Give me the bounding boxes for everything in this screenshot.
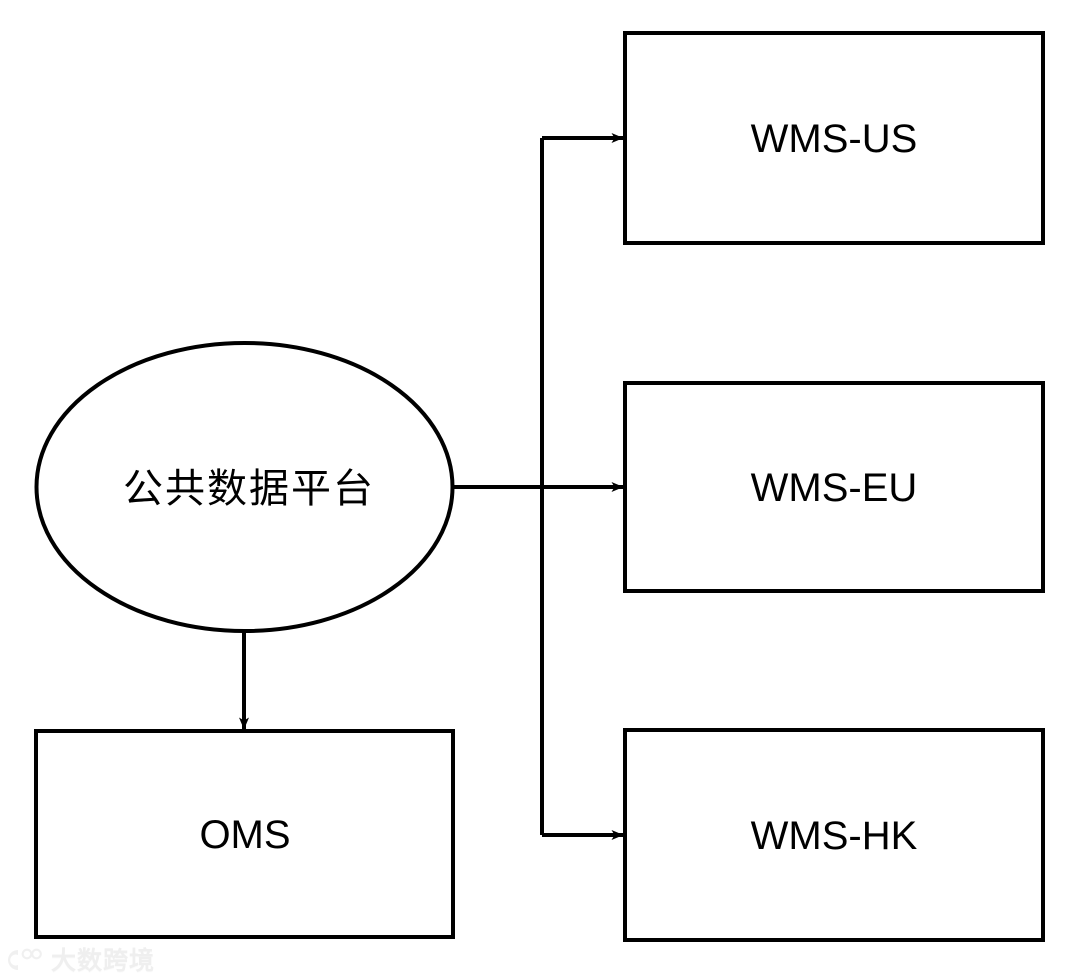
platform-ellipse-shape[interactable] xyxy=(34,341,455,633)
wms-us-rect-shape[interactable] xyxy=(623,31,1045,245)
wms-eu-rect-shape[interactable] xyxy=(623,381,1045,593)
edge-platform-to-wms-group xyxy=(453,133,624,840)
oms-label: OMS xyxy=(199,813,290,857)
node-wms-eu[interactable]: WMS-EU xyxy=(623,381,1045,593)
oms-rect-shape[interactable] xyxy=(34,729,455,939)
wms-hk-label: WMS-HK xyxy=(751,814,918,858)
wms-eu-label: WMS-EU xyxy=(751,466,918,510)
node-oms[interactable]: OMS xyxy=(34,729,455,939)
wms-us-label: WMS-US xyxy=(751,117,918,161)
node-wms-us[interactable]: WMS-US xyxy=(623,31,1045,245)
node-wms-hk[interactable]: WMS-HK xyxy=(623,728,1045,942)
wms-hk-rect-shape[interactable] xyxy=(623,728,1045,942)
node-platform[interactable]: 公共数据平台 xyxy=(34,341,455,633)
platform-label: 公共数据平台 xyxy=(123,467,375,511)
